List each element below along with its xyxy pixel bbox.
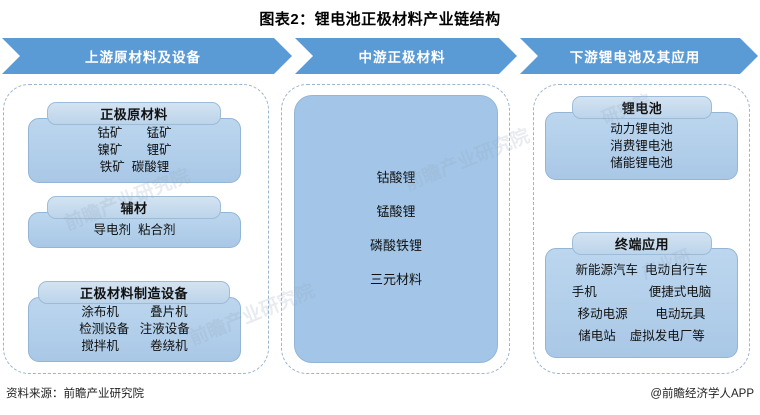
stage-banner-row: 上游原材料及设备 中游正极材料 下游锂电池及其应用 (0, 38, 760, 74)
banner-downstream[interactable]: 下游锂电池及其应用 (520, 38, 758, 74)
group-header-end-applications: 终端应用 (572, 232, 712, 255)
list-item: 检测设备 注液设备 (79, 322, 190, 336)
column-upstream (3, 84, 269, 374)
list-item: 储能锂电池 (610, 155, 673, 170)
list-item: 导电剂 粘合剂 (93, 222, 176, 237)
list-item: 铁矿 碳酸锂 (99, 160, 170, 174)
group-body-lithium-battery: 动力锂电池 消费锂电池 储能锂电池 (545, 112, 738, 180)
banner-midstream[interactable]: 中游正极材料 (295, 38, 517, 74)
banner-downstream-label: 下游锂电池及其应用 (569, 50, 701, 65)
list-item: 镍矿 锂矿 (97, 143, 172, 157)
group-header-cathode-raw-materials: 正极原材料 (47, 102, 221, 125)
group-body-cathode-materials: 钴酸锂 锰酸锂 磷酸铁锂 三元材料 (294, 95, 498, 363)
group-body-manufacturing-equipment: 涂布机 叠片机 检测设备 注液设备 搅拌机 卷绕机 (28, 297, 241, 362)
banner-midstream-label: 中游正极材料 (358, 50, 446, 65)
banner-upstream-label: 上游原材料及设备 (85, 50, 201, 65)
list-item: 消费锂电池 (610, 138, 673, 153)
list-item: 搅拌机 卷绕机 (81, 339, 188, 353)
page-title: 图表2：锂电池正极材料产业链结构 (259, 11, 501, 28)
group-header-lithium-battery: 锂电池 (572, 96, 712, 119)
list-item: 钴矿 锰矿 (97, 126, 172, 140)
column-midstream (281, 84, 510, 374)
list-item: 锰酸锂 (376, 204, 416, 219)
banner-upstream[interactable]: 上游原材料及设备 (2, 38, 292, 74)
group-body-end-applications: 新能源汽车 电动自行车 手机 便捷式电脑 移动电源 电动玩具 储电站 虚拟发电厂… (545, 248, 738, 358)
source-note: 资料来源：前瞻产业研究院 (6, 388, 144, 400)
list-item: 新能源汽车 电动自行车 (575, 263, 708, 277)
attribution-note: @前瞻经济学人APP (650, 388, 754, 400)
column-downstream (533, 84, 750, 374)
list-item: 三元材料 (369, 272, 422, 287)
list-item: 磷酸铁锂 (369, 238, 422, 253)
list-item: 手机 便捷式电脑 (571, 285, 712, 299)
group-header-manufacturing-equipment: 正极材料制造设备 (38, 281, 230, 304)
list-item: 钴酸锂 (376, 170, 416, 185)
list-item: 涂布机 叠片机 (81, 305, 188, 319)
group-body-cathode-raw-materials: 钴矿 锰矿 镍矿 锂矿 铁矿 碳酸锂 (28, 118, 241, 183)
list-item: 移动电源 电动玩具 (577, 307, 706, 321)
list-item: 储电站 虚拟发电厂等 (578, 329, 705, 343)
list-item: 动力锂电池 (610, 121, 673, 136)
group-header-auxiliary-materials: 辅材 (47, 196, 221, 219)
